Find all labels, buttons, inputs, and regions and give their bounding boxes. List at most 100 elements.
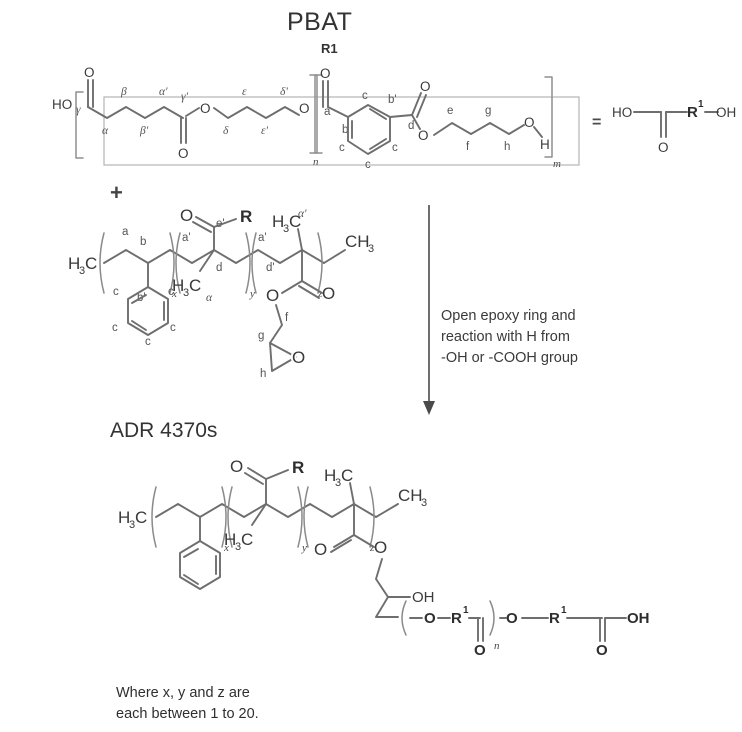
pbat-ester1-o-bond [185, 107, 200, 117]
pbat-butylene-chain-1 [213, 106, 300, 119]
adr-co-db2 [192, 221, 212, 233]
pbat-d-co2 [416, 94, 427, 118]
adr-label-e-prime: e' [216, 218, 225, 230]
adr-label-c2: c [168, 286, 174, 298]
svg-text:C: C [189, 276, 201, 295]
pbat-benzene-ring [347, 104, 391, 155]
adr-ester-carbonyl-o: O [322, 284, 335, 303]
product-chain-carbonyl-o1: O [474, 642, 486, 659]
pbat-label-f: f [466, 141, 470, 153]
pbat-label-b-prime: b' [388, 94, 397, 106]
svg-text:C: C [289, 212, 301, 231]
svg-text:C: C [135, 508, 147, 527]
product-backbone [155, 503, 377, 518]
svg-text:3: 3 [79, 265, 85, 277]
product-chain-o2: O [506, 610, 518, 627]
pbat-label-d: d [408, 120, 414, 132]
adr-label-c1: c [113, 286, 119, 298]
product-hydroxyl: OH [412, 589, 435, 606]
pbat-label-e: e [447, 105, 453, 117]
adr-co-to-r [213, 218, 237, 228]
adr-ester-o: O [266, 286, 279, 305]
pbat-o-ester-1: O [200, 101, 211, 116]
footnote-text: Where x, y and z are each between 1 to 2… [116, 685, 259, 722]
pbat-o-h-bond [533, 126, 543, 138]
pbat-o-ester-2: O [299, 101, 310, 116]
product-paren-y-close [297, 486, 303, 548]
pbat-label-c1: c [362, 90, 368, 102]
pbat-label-b: b [342, 124, 348, 136]
adr-paren-x-close [169, 232, 175, 294]
product-subscript-n: n [494, 640, 500, 652]
adr-label-alpha: α [206, 292, 213, 304]
pbat-label-h: h [504, 141, 510, 153]
adr-label-a: a [122, 226, 129, 238]
pbat-o-ester-3: O [418, 128, 429, 143]
shorthand-carbonyl-o: O [658, 140, 669, 155]
adr-phenyl-ring [127, 286, 169, 336]
adr-methyl-mid-2: H [272, 212, 284, 231]
adr-label-a-prime-1: a' [182, 232, 191, 244]
pbat-label-a: a [324, 106, 331, 118]
svg-text:3: 3 [421, 497, 427, 509]
pbat-terminal-ho: HO [52, 97, 72, 112]
adr-epoxide-o: O [292, 348, 305, 367]
svg-text:3: 3 [129, 519, 135, 531]
pbat-subscript-n: n [313, 156, 319, 168]
product-ester-carbonyl-o: O [314, 540, 327, 559]
pbat-o-carbonyl-2: O [178, 146, 189, 161]
product-carbonyl-o-top: O [230, 457, 243, 476]
svg-text:C: C [341, 466, 353, 485]
adr-gma-ch3-bond [297, 228, 303, 251]
product-co-db1 [247, 467, 267, 480]
product-methyl-mid-2: H [324, 466, 336, 485]
pbat-label-c3: c [392, 142, 398, 154]
svg-text:3: 3 [283, 223, 289, 235]
product-gma-ch3-bond [349, 482, 355, 505]
adr-label-c3: c [112, 322, 118, 334]
adr-ch3-right-bond [323, 249, 346, 264]
pbat-box [103, 96, 580, 166]
pbat-label-alpha-prime: α' [159, 86, 168, 98]
adr-paren-z-close [317, 232, 323, 294]
product-ch3-mid-bond [251, 503, 267, 526]
product-chain-r2: R [549, 610, 560, 627]
product-structure: H 3 C CH 3 x y O [110, 455, 670, 670]
product-paren-n-close [489, 600, 495, 636]
pbat-label-c4: c [365, 159, 371, 171]
adr-subscript-y: y [249, 288, 255, 300]
pbat-ring-db3 [369, 138, 387, 150]
product-r-group: R [292, 458, 304, 477]
pbat-o-carbonyl-4: O [420, 79, 431, 94]
product-chain-carbonyl-o2: O [596, 642, 608, 659]
pbat-m-bracket [544, 76, 553, 158]
pbat-n-bracket-right [314, 74, 323, 154]
adr-ester-o-bond [281, 280, 303, 294]
product-co-to-r [265, 469, 289, 480]
adr-reactant-structure: H 3 C CH 3 x b a b' c c c c c [60, 205, 420, 400]
adr-glycidyl-chain [269, 304, 283, 344]
product-phenyl-db3 [183, 548, 199, 558]
shorthand-oh: OH [716, 105, 736, 120]
reaction-arrow [420, 205, 450, 417]
product-ester-co1 [333, 534, 355, 548]
pbat-title: PBAT [287, 8, 353, 36]
adr-label-g: g [258, 330, 264, 342]
product-ester-o: O [374, 538, 387, 557]
svg-text:3: 3 [335, 477, 341, 489]
adr-ester-co2 [298, 285, 320, 299]
pbat-subscript-m: m [553, 158, 561, 170]
adr-methyl-left: H [68, 254, 80, 273]
pbat-a-to-ring [327, 106, 349, 118]
adr-epoxide-ring [269, 342, 297, 372]
product-methyl-left: H [118, 508, 130, 527]
adr-label-alpha-prime: α' [298, 208, 307, 220]
product-methyl-right: CH [398, 486, 423, 505]
product-phenyl-db2 [183, 574, 199, 585]
product-paren-z-close [369, 486, 375, 548]
adr-ester-co1 [301, 280, 323, 294]
pbat-d-co1 [411, 92, 422, 116]
adr-subscript-z: z [317, 288, 323, 300]
shorthand-r1: R [687, 104, 698, 121]
